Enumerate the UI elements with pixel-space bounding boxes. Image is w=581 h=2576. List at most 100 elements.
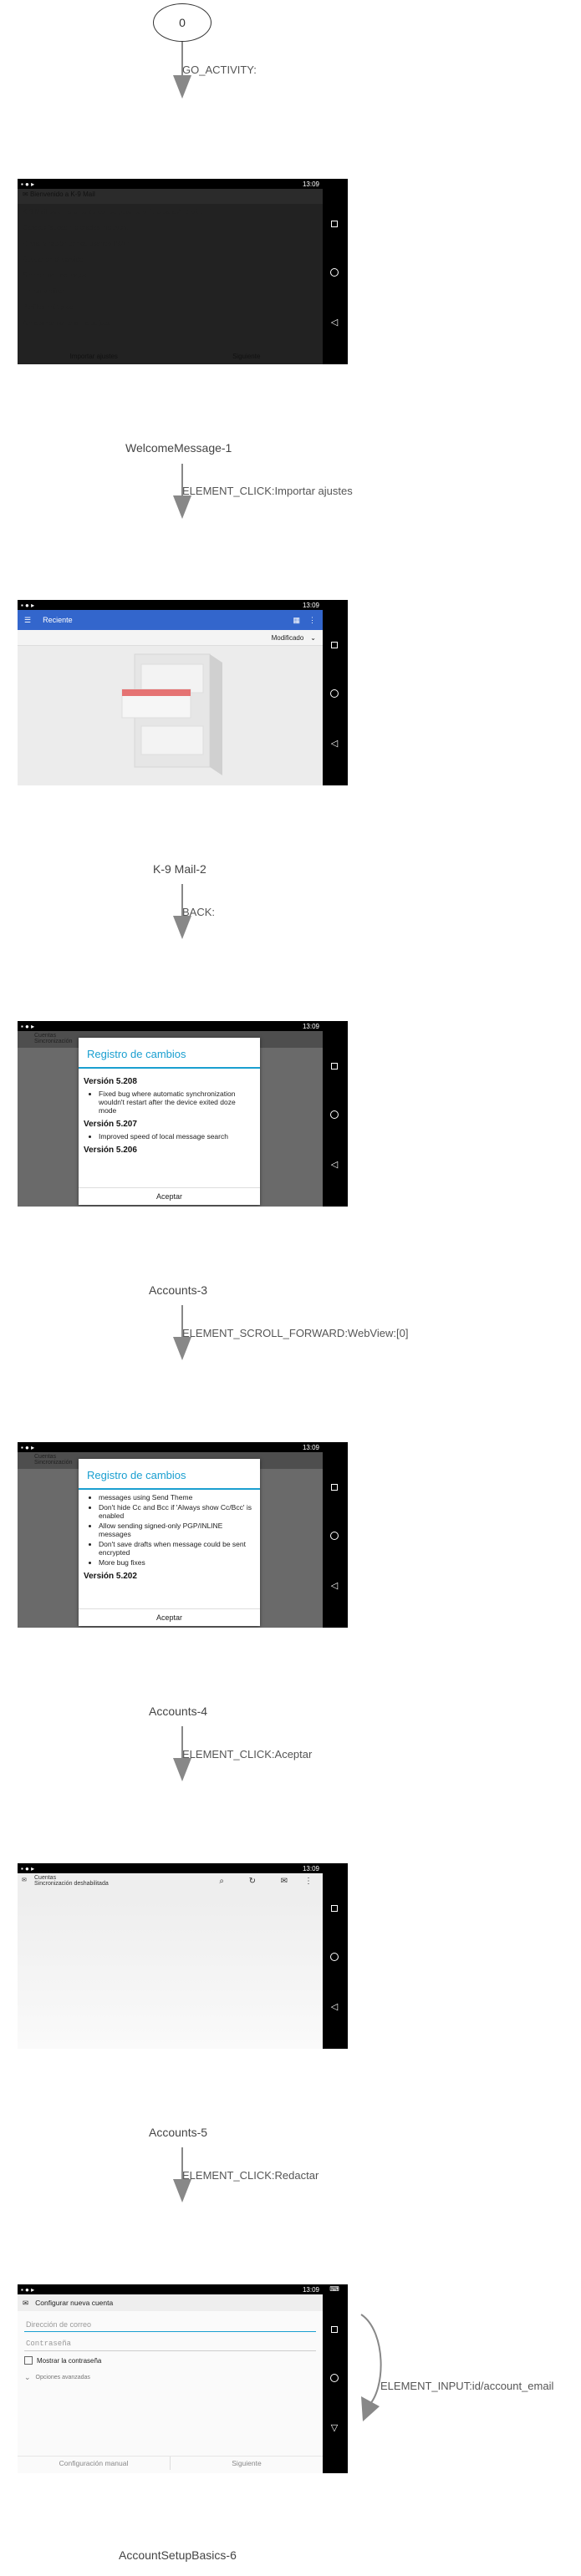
welcome-row: Almacenamiento en la tarjeta [23,319,110,327]
back-button-icon[interactable]: ◁ [330,1160,339,1170]
edge-arrow-2 [173,884,191,939]
chevron-down-icon[interactable]: ⌄ [310,633,316,642]
accounts-subtitle: Sincronización [34,1039,73,1044]
sort-bar: Modificado ⌄ [18,630,323,646]
accounts-subtitle: Sincronización [34,1460,73,1466]
notification-icons: ▪ ● ▸ [21,2285,35,2294]
back-button-icon[interactable]: ▽ [330,2423,339,2433]
setup-appbar: ✉ Configurar nueva cuenta [18,2294,323,2311]
search-icon[interactable]: ⌕ [219,1877,224,1886]
app-logo-icon: ✉ [23,2298,29,2307]
status-time: 13:09 [302,2285,319,2294]
status-bar: ▪ ● ▸ 13:09 [18,179,323,189]
changelog-webview[interactable]: Versión 5.208 Fixed bug where automatic … [79,1069,260,1182]
show-password-checkbox[interactable] [24,2356,33,2365]
edge-arrow-4 [173,1726,191,1781]
home-button-icon[interactable] [330,1110,339,1119]
notification-icons: ▪ ● ▸ [21,1443,35,1451]
screenshot-accounts-3: ▪ ● ▸ 13:09 Cuentas Sincronización Regis… [18,1021,348,1207]
password-field[interactable]: Contraseña [24,2337,316,2351]
notification-icons: ▪ ● ▸ [21,180,35,188]
changelog-dialog: Registro de cambios Versión 5.208 Fixed … [79,1038,260,1205]
accounts-appbar: ✉ Cuentas Sincronización deshabilitada ⌕… [18,1873,323,1892]
advanced-options-label: Opciones avanzadas [35,2375,90,2380]
changelog-webview[interactable]: messages using Send Theme Don't hide Cc … [79,1490,260,1603]
version-heading: Versión 5.202 [84,1572,137,1581]
accept-button[interactable]: Aceptar [79,1608,260,1626]
welcome-row: Características mejoradas incluyen: [23,224,129,231]
back-button-icon[interactable]: ◁ [330,1581,339,1591]
welcome-row: Enviar y recibir correo usando IMAP [23,240,130,247]
version-heading: Versión 5.207 [84,1120,137,1129]
next-button[interactable]: Siguiente [232,2459,262,2467]
edge-label-4: ELEMENT_CLICK:Aceptar [182,1748,313,1761]
empty-folder-illustration [121,653,222,775]
refresh-icon[interactable]: ↻ [248,1877,256,1886]
welcome-row: Perfiles múltiples [23,303,74,311]
more-options-icon[interactable]: ⋮ [308,615,316,624]
status-time: 13:09 [302,180,319,188]
self-loop-arrow [360,2314,382,2421]
recents-button-icon[interactable] [331,221,338,227]
keyboard-icon[interactable]: ⌨ [329,2285,339,2293]
node-label-6: AccountSetupBasics-6 [119,2548,237,2562]
recents-button-icon[interactable] [331,642,338,648]
edge-arrow-1 [173,464,191,519]
changelog-item: Don't hide Cc and Bcc if 'Always show Cc… [99,1503,255,1520]
more-options-icon[interactable]: ⋮ [304,1877,313,1886]
accounts-title: Cuentas [34,1033,57,1039]
sort-label[interactable]: Modificado [271,633,304,642]
notification-icons: ▪ ● ▸ [21,1864,35,1872]
edge-arrow-3 [173,1305,191,1360]
back-button-icon[interactable]: ◁ [330,318,339,328]
app-logo-icon: ✉ [22,1877,27,1883]
manual-setup-button[interactable]: Configuración manual [59,2459,129,2467]
screenshot-welcome: ▪ ● ▸ 13:09 ✉ Bienvenido a K-9 Mail K-9 … [18,179,348,364]
accounts-title: Cuentas [34,1875,57,1881]
home-button-icon[interactable] [330,1532,339,1540]
dialog-title: Registro de cambios [79,1459,260,1490]
home-button-icon[interactable] [330,1953,339,1961]
nav-bar: ◁ [323,1863,348,2049]
next-button[interactable]: Siguiente [232,353,261,360]
status-time: 13:09 [302,601,319,609]
welcome-row: Sincronizar mensajes [23,272,87,279]
menu-icon[interactable]: ☰ [24,615,32,624]
edge-arrow-5 [173,2147,191,2203]
edge-label-2: BACK: [182,906,216,918]
accounts-title: Cuentas [34,1454,57,1460]
recents-button-icon[interactable] [331,1484,338,1491]
advanced-options-row[interactable]: ⌄ Opciones avanzadas [24,2373,316,2382]
node-label-2: K-9 Mail-2 [153,862,206,876]
screenshot-account-setup: ▪ ● ▸ 13:09 ✉ Configurar nueva cuenta Di… [18,2284,348,2473]
changelog-dialog: Registro de cambios messages using Send … [79,1459,260,1626]
recents-button-icon[interactable] [331,1063,338,1070]
k9-toolbar: ☰ Reciente ▦ ⋮ [18,610,323,630]
compose-icon[interactable]: ✉ [280,1877,288,1886]
email-field[interactable]: Dirección de correo [24,2318,316,2332]
nav-bar: ◁ [323,1021,348,1207]
home-button-icon[interactable] [330,689,339,698]
node-label-3: Accounts-3 [149,1283,208,1297]
recents-button-icon[interactable] [331,2326,338,2333]
back-button-icon[interactable]: ◁ [330,2002,339,2012]
changelog-item: Allow sending signed-only PGP/INLINE mes… [99,1522,255,1538]
home-button-icon[interactable] [330,2374,339,2382]
start-node: 0 [153,3,212,42]
welcome-title: Bienvenido a K-9 Mail [29,191,95,198]
accept-button[interactable]: Aceptar [79,1187,260,1205]
status-bar: ▪ ● ▸ 13:09 [18,1863,323,1873]
welcome-header: ✉ Bienvenido a K-9 Mail [18,189,323,204]
import-settings-button[interactable]: Importar ajustes [69,353,118,360]
screenshot-k9mail: ▪ ● ▸ 13:09 ☰ Reciente ▦ ⋮ Modificado ⌄ … [18,600,348,785]
nav-bar: ◁ [323,179,348,364]
node-label-4: Accounts-4 [149,1705,208,1718]
status-time: 13:09 [302,1443,319,1451]
node-label-1: WelcomeMessage-1 [125,441,232,455]
home-button-icon[interactable] [330,268,339,277]
recents-button-icon[interactable] [331,1905,338,1912]
grid-view-icon[interactable]: ▦ [293,615,300,624]
back-button-icon[interactable]: ◁ [330,739,339,749]
accounts-subtitle: Sincronización deshabilitada [34,1881,109,1887]
welcome-row: K-9 Mail es un cliente de correo potente… [23,208,202,216]
